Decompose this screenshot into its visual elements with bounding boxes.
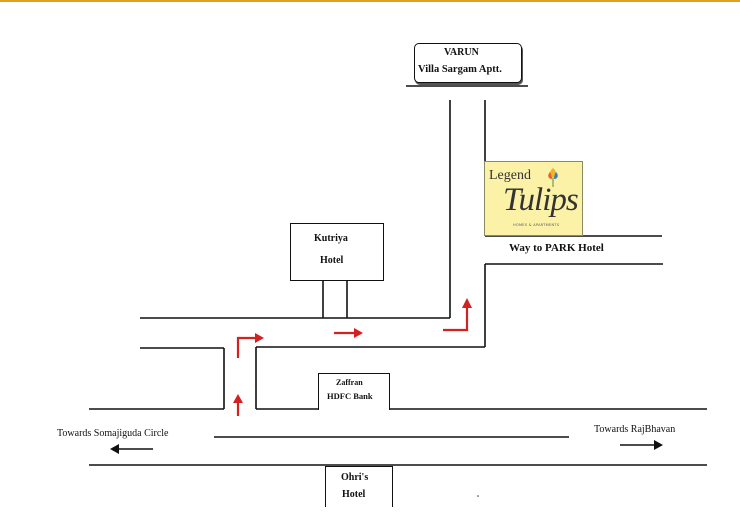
roads xyxy=(89,85,707,466)
ohris-hotel-box: Ohri's Hotel xyxy=(325,466,393,507)
route-arrow-corner-1 xyxy=(236,333,264,358)
arrow-left-somajiguda-icon xyxy=(110,444,153,454)
route-arrow-right-1 xyxy=(334,328,363,338)
legend-tulips-logo: Legend Tulips HOMES & APARTMENTS xyxy=(484,161,583,236)
ohris-label: Ohri's xyxy=(341,472,369,483)
villa-sargam-label: Villa Sargam Aptt. xyxy=(418,64,502,75)
rajbhavan-label: Towards RajBhavan xyxy=(594,424,676,435)
varun-label: VARUN xyxy=(444,47,479,58)
route-arrow-corner-2 xyxy=(443,298,472,332)
somajiguda-label: Towards Somajiguda Circle xyxy=(57,428,169,439)
logo-legend-text: Legend xyxy=(489,168,531,183)
logo-tulips-text: Tulips xyxy=(503,182,579,218)
kutriya-hotel-box: Kutriya Hotel xyxy=(290,223,384,281)
stray-dot xyxy=(477,495,479,497)
direction-arrows xyxy=(110,440,663,454)
route-arrows xyxy=(233,298,472,416)
kutriya-hotel-label: Hotel xyxy=(320,255,344,266)
park-hotel-label: Way to PARK Hotel xyxy=(509,242,604,254)
arrow-right-rajbhavan-icon xyxy=(620,440,663,450)
zaffran-label: Zaffran xyxy=(336,378,363,387)
kutriya-label: Kutriya xyxy=(314,233,348,244)
top-accent-bar xyxy=(0,0,740,2)
route-arrow-up-1 xyxy=(233,394,243,416)
hdfc-bank-label: HDFC Bank xyxy=(327,391,373,401)
logo-tagline: HOMES & APARTMENTS xyxy=(513,223,560,227)
tulip-flower-icon xyxy=(548,168,558,187)
zaffran-hdfc-box: Zaffran HDFC Bank xyxy=(318,373,390,410)
ohris-hotel-label: Hotel xyxy=(342,489,366,500)
varun-villa-box: VARUN Villa Sargam Aptt. xyxy=(414,43,522,83)
